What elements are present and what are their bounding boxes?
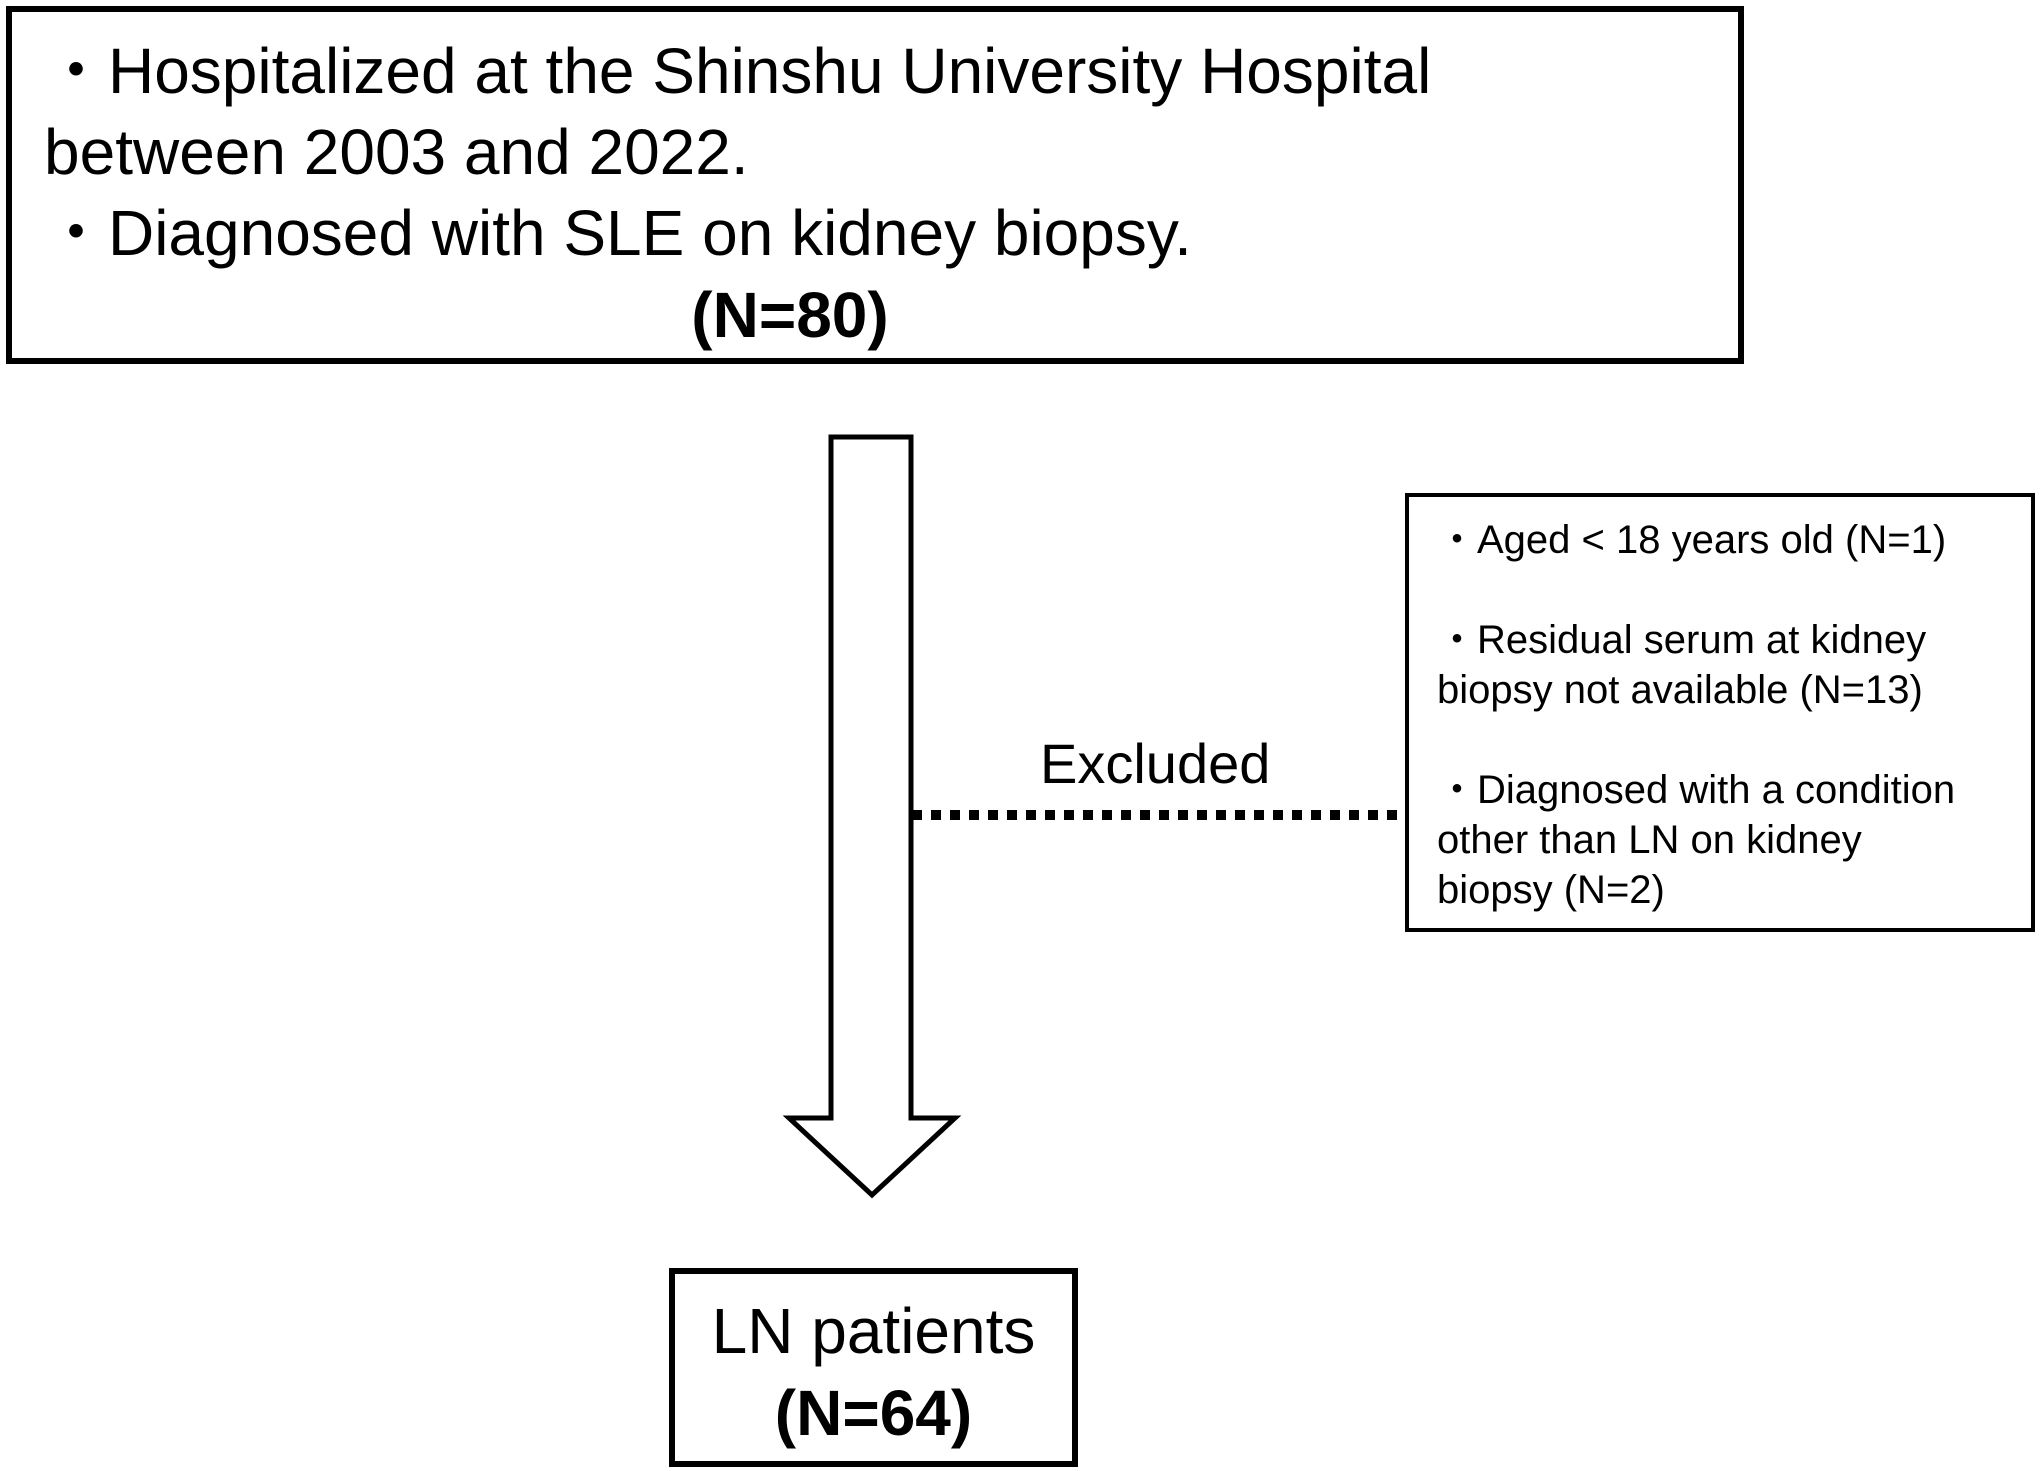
exclusion-criterion-serum-continued: biopsy not available (N=13) (1437, 668, 1923, 712)
exclusion-box: ・Aged < 18 years old (N=1) ・Residual ser… (1405, 493, 2035, 932)
cohort-criterion-diagnosed: ・Diagnosed with SLE on kidney biopsy. (44, 197, 1192, 269)
exclusion-criterion-other-condition: ・Diagnosed with a condition (1437, 768, 1956, 812)
exclusion-criterion-other-condition-continued: other than LN on kidney (1437, 818, 1862, 862)
excluded-label: Excluded (1040, 732, 1271, 795)
exclusion-criterion-serum: ・Residual serum at kidney (1437, 618, 1927, 662)
exclusion-criterion-age: ・Aged < 18 years old (N=1) (1437, 518, 1947, 562)
result-label: LN patients (711, 1295, 1036, 1367)
exclusion-criterion-other-condition-end: biopsy (N=2) (1437, 868, 1665, 912)
cohort-criterion-hospitalized: ・Hospitalized at the Shinshu University … (44, 35, 1432, 107)
result-count: (N=64) (774, 1377, 973, 1449)
down-arrow (782, 434, 962, 1199)
cohort-count: (N=80) (691, 279, 889, 351)
result-box: LN patients (N=64) (669, 1268, 1078, 1467)
cohort-criterion-hospitalized-continued: between 2003 and 2022. (44, 116, 749, 188)
cohort-box: ・Hospitalized at the Shinshu University … (6, 6, 1744, 364)
